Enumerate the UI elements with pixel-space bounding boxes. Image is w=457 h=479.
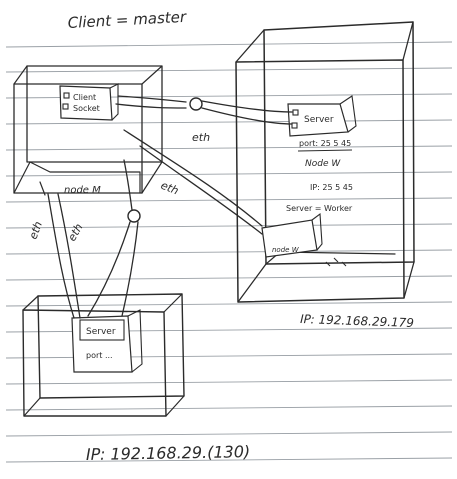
master-node-label: node M: [64, 185, 101, 196]
link-label-eth-middle: eth: [159, 179, 181, 198]
link-label-eth-left: eth: [27, 220, 45, 241]
worker-port-underline: [297, 149, 353, 152]
bottom-ip-address: IP: 192.168.29.(130): [86, 442, 251, 464]
worker-ip-line: IP: 25 5 45: [310, 183, 353, 192]
network-hub-top-icon: [189, 97, 203, 111]
worker-small-node-label: node W: [272, 246, 300, 254]
client-socket-box: Client Socket: [59, 83, 119, 121]
worker-server-label: Server: [304, 115, 334, 125]
worker-port-label: port: 25 5 45: [299, 139, 351, 148]
worker-node-label: Node W: [305, 159, 341, 169]
bottom-port-label: port ...: [86, 351, 113, 360]
link-label-eth-top: eth: [192, 131, 210, 144]
bottom-server-box: Server port ...: [71, 309, 143, 373]
worker-server-box: Server: [287, 95, 357, 137]
worker-ip-address: IP: 192.168.29.179: [300, 312, 414, 330]
link-master-to-worker-server: [115, 95, 293, 125]
bottom-machine: [22, 293, 185, 417]
link-master-to-bottom: [47, 159, 141, 319]
scribble-marks: [325, 257, 347, 267]
link-master-to-worker-node: [123, 129, 263, 235]
server-worker-label: Server = Worker: [286, 204, 353, 213]
page-heading: Client = master: [67, 8, 187, 32]
worker-machine: [235, 21, 415, 303]
bottom-server-label: Server: [86, 327, 116, 337]
client-socket-label-socket: Socket: [73, 104, 100, 113]
link-label-eth-right: eth: [65, 221, 85, 243]
network-hub-lower-icon: [127, 209, 141, 223]
worker-small-node-box: node W: [261, 212, 323, 258]
client-socket-label-client: Client: [73, 93, 96, 102]
